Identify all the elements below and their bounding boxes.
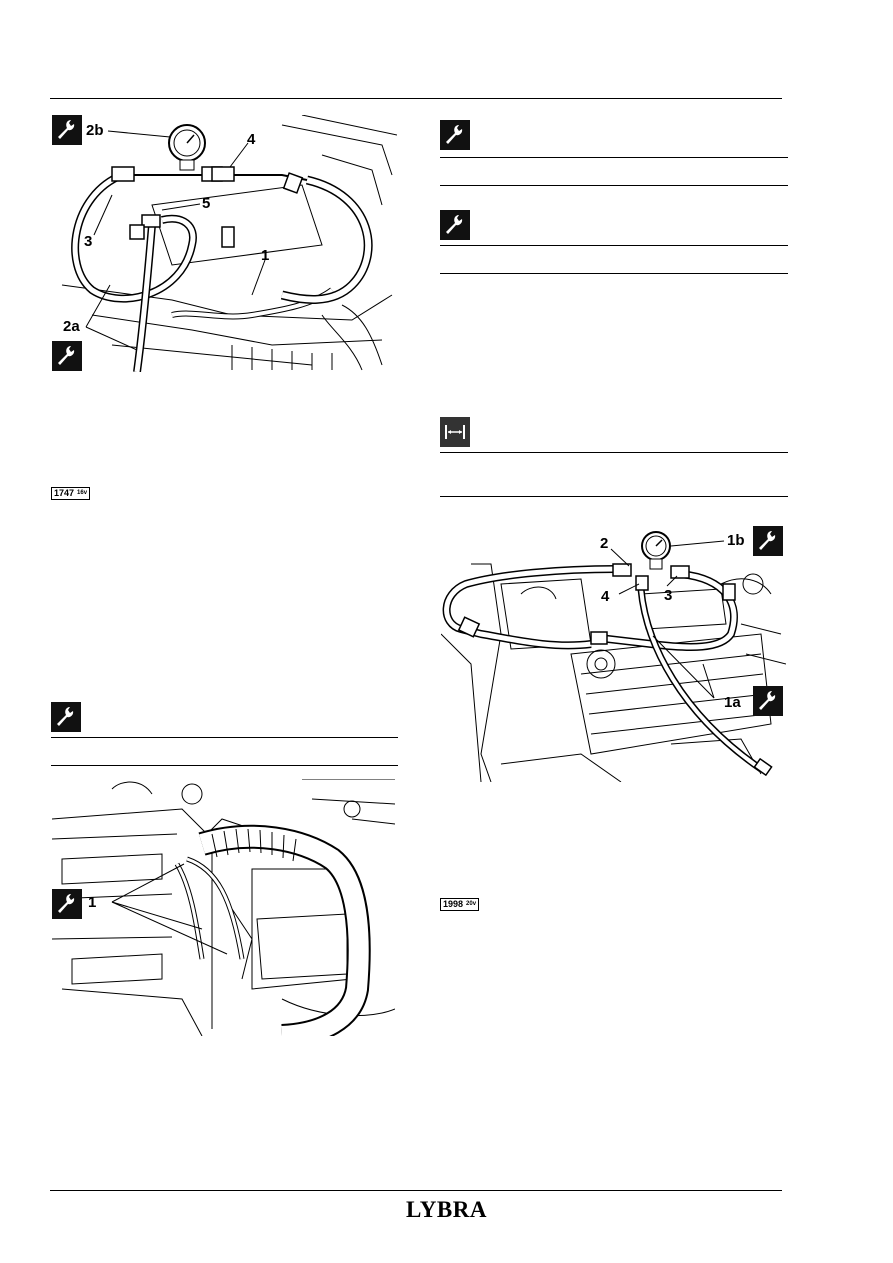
section-rule [440, 273, 788, 274]
figure-fuel-pressure-gauge-16v: 2b 4 5 3 1 2a [52, 115, 397, 372]
callout-3: 3 [84, 233, 93, 250]
section-rule [440, 496, 788, 497]
wrench-icon [440, 120, 470, 150]
callout-4: 4 [601, 588, 610, 605]
callout-5: 5 [202, 195, 211, 212]
section-rule [440, 245, 788, 246]
figure-engine-fuel-line-16v: 1 [52, 779, 395, 1036]
engine-badge-suffix: 16v [77, 490, 88, 496]
callout-2b: 2b [86, 122, 104, 139]
figure-fuel-pressure-gauge-20v: 2 1b 4 3 1a [441, 524, 786, 782]
engine-badge-number: 1998 [443, 899, 464, 909]
footer-title: LYBRA [406, 1197, 487, 1222]
callout-1: 1 [88, 894, 97, 911]
engine-drawing-bottom-left [52, 779, 395, 1036]
callout-1a: 1a [724, 694, 741, 711]
engine-badge-1747-16v: 1747 16v [51, 487, 91, 500]
wrench-icon [753, 686, 783, 716]
wrench-icon [753, 526, 783, 556]
callout-1b: 1b [727, 532, 745, 549]
wrench-icon [52, 889, 82, 919]
wrench-icon [52, 115, 82, 145]
wrench-icon [440, 210, 470, 240]
section-rule [440, 185, 788, 186]
callout-3: 3 [664, 587, 673, 604]
section-rule [51, 737, 398, 738]
callout-4: 4 [247, 131, 256, 148]
section-rule [440, 157, 788, 158]
footer-rule [50, 1190, 782, 1191]
wrench-icon [52, 341, 82, 371]
engine-badge-suffix: 20v [466, 901, 477, 907]
wrench-icon [51, 702, 81, 732]
header-rule [50, 98, 782, 99]
callout-2: 2 [600, 535, 609, 552]
callout-1: 1 [261, 247, 270, 264]
callout-2a: 2a [63, 318, 80, 335]
engine-drawing-top-left [61, 115, 397, 372]
engine-drawing-right [441, 531, 786, 782]
section-rule [51, 765, 398, 766]
engine-badge-number: 1747 [54, 488, 75, 498]
measure-icon [440, 417, 470, 447]
section-rule [440, 452, 788, 453]
engine-badge-1998-20v: 1998 20v [440, 898, 480, 911]
